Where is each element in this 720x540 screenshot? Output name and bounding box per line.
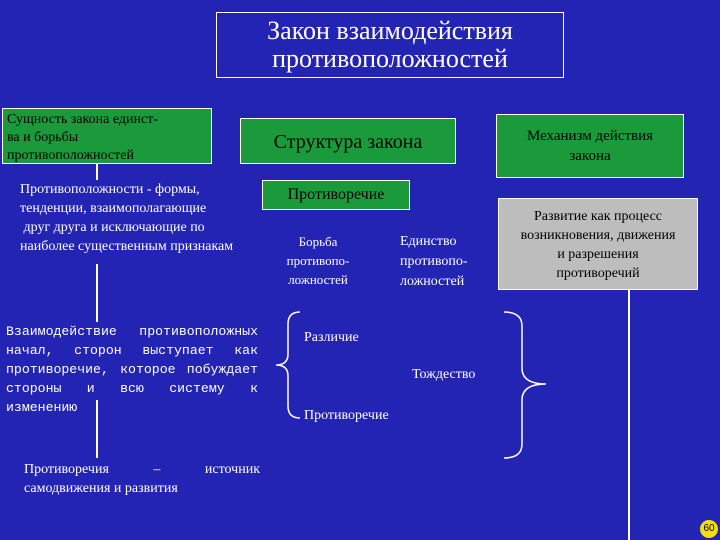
mechanism-line-2: закона xyxy=(569,148,611,164)
contradiction-box: Противоречие xyxy=(262,180,410,210)
essence-box: Сущность закона единст- ва и борьбы прот… xyxy=(2,108,212,164)
unity-line-3: ложностей xyxy=(400,274,465,289)
difference-label: Различие xyxy=(304,330,359,345)
opposites-line-2: тенденции, взаимополагающие xyxy=(20,201,207,216)
essence-line-3: противоположностей xyxy=(7,148,134,163)
connector-line xyxy=(96,400,98,458)
mechanism-line-1: Механизм действия xyxy=(526,128,654,144)
diagram-title: Закон взаимодействия противоположностей xyxy=(216,12,564,78)
development-line-2: возникновения, движения xyxy=(520,228,676,243)
development-line-4: противоречий xyxy=(556,266,640,281)
title-line-2: противоположностей xyxy=(272,44,508,73)
identity-label: Тождество xyxy=(412,367,476,382)
unity-line-2: противопо- xyxy=(400,254,468,269)
right-brace-icon xyxy=(503,311,547,459)
connector-line xyxy=(628,290,630,540)
unity-line-1: Единство xyxy=(400,234,457,249)
essence-line-2: ва и борьбы xyxy=(7,130,79,145)
structure-box: Структура закона xyxy=(240,118,456,164)
unity-of-opposites: Единство противопо- ложностей xyxy=(400,232,490,292)
opposites-definition: Противоположности - формы, тенденции, вз… xyxy=(20,180,260,256)
interaction-text: Взаимодействие противоположных начал, ст… xyxy=(6,324,258,415)
source-text: Противоречия – источник самодвижения и р… xyxy=(24,462,260,496)
contradiction-label: Противоречие xyxy=(304,408,389,423)
essence-line-1: Сущность закона единст- xyxy=(7,112,158,127)
struggle-line-3: ложностей xyxy=(288,272,348,287)
development-line-1: Развитие как процесс xyxy=(533,209,663,224)
connector-line xyxy=(96,164,98,180)
left-brace-icon xyxy=(275,311,301,419)
mechanism-box: Механизм действия закона xyxy=(496,114,684,178)
development-box: Развитие как процесс возникновения, движ… xyxy=(498,198,698,290)
struggle-of-opposites: Борьба противопо- ложностей xyxy=(278,232,358,289)
development-line-3: и разрешения xyxy=(557,247,639,262)
page-number-badge: 60 xyxy=(700,520,718,538)
opposites-line-3: друг друга и исключающие по xyxy=(20,220,205,235)
struggle-line-2: противопо- xyxy=(286,253,350,268)
opposites-line-1: Противоположности - формы, xyxy=(20,182,200,197)
title-line-1: Закон взаимодействия xyxy=(267,16,513,45)
opposites-line-4: наиболее существенным признакам xyxy=(20,239,234,254)
connector-line xyxy=(96,264,98,322)
struggle-line-1: Борьба xyxy=(298,234,338,249)
